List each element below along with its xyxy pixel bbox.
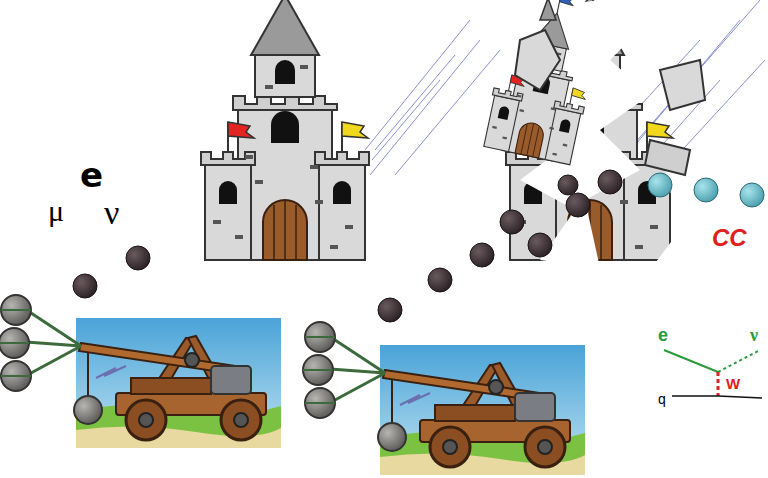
feynman-label: W — [726, 376, 740, 391]
feynman-label: q — [658, 392, 666, 406]
feynman-label: e — [658, 326, 668, 344]
particle-label: ν — [104, 196, 119, 230]
particle-label: μ — [48, 196, 64, 226]
feynman-label: ν — [750, 326, 758, 344]
particle-label: e — [80, 158, 103, 192]
process-label: CC — [712, 226, 747, 250]
